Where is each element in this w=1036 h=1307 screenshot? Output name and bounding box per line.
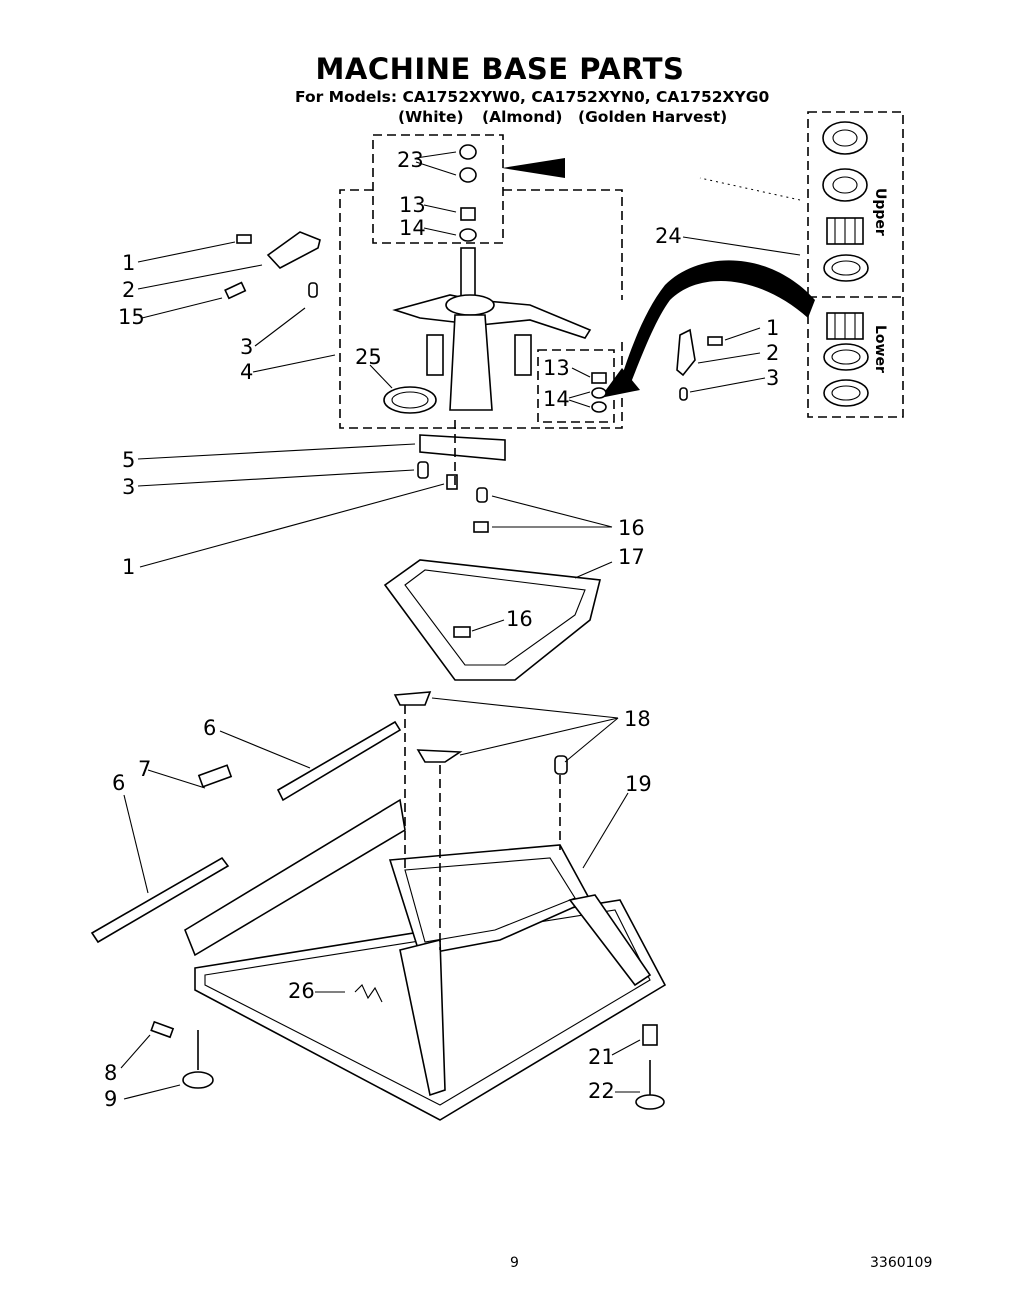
callout-21: 21 [588, 1045, 615, 1069]
callout-24: 24 [655, 224, 682, 248]
color-golden-harvest: (Golden Harvest) [578, 108, 728, 126]
inset-box-top [372, 134, 504, 244]
suspension-frame [383, 559, 601, 681]
callout-2-right: 2 [766, 341, 780, 365]
callout-14-right: 14 [543, 387, 570, 411]
leader-lines [120, 151, 801, 1100]
bearing-parts [822, 121, 869, 407]
callout-1-mid: 1 [122, 555, 136, 579]
curved-arrow [620, 260, 815, 385]
straight-arrow [502, 158, 565, 178]
callout-18: 18 [624, 707, 651, 731]
color-white: (White) [398, 108, 464, 126]
callout-25: 25 [355, 345, 382, 369]
callout-7: 7 [138, 757, 152, 781]
transmission-spider [383, 247, 592, 414]
bearing-lower-label: Lower [872, 325, 888, 373]
page-number: 9 [510, 1255, 519, 1271]
callout-5: 5 [122, 448, 136, 472]
base-frame [184, 798, 667, 1121]
callout-22: 22 [588, 1079, 615, 1103]
callout-16-top: 16 [618, 516, 645, 540]
callout-1-right: 1 [766, 316, 780, 340]
callout-2-left: 2 [122, 278, 136, 302]
document-number: 3360109 [870, 1255, 933, 1271]
callout-3-right: 3 [766, 366, 780, 390]
callout-15: 15 [118, 305, 145, 329]
models-line: For Models: CA1752XYW0, CA1752XYN0, CA17… [295, 88, 770, 106]
callout-17: 17 [618, 545, 645, 569]
callout-14-top: 14 [399, 216, 426, 240]
callout-3-mid: 3 [122, 475, 136, 499]
callout-8: 8 [104, 1061, 118, 1085]
color-almond: (Almond) [482, 108, 563, 126]
callout-26: 26 [288, 979, 315, 1003]
callout-9: 9 [104, 1087, 118, 1111]
callout-13-top: 13 [399, 193, 426, 217]
callout-4: 4 [240, 360, 254, 384]
inset-box-main [339, 189, 623, 429]
callout-6-top: 6 [203, 716, 217, 740]
callout-3-left: 3 [240, 335, 254, 359]
bearing-upper-label: Upper [872, 188, 888, 236]
callout-19: 19 [625, 772, 652, 796]
callout-1-left: 1 [122, 251, 136, 275]
callout-16-frame: 16 [506, 607, 533, 631]
diagram-title: MACHINE BASE PARTS [315, 52, 685, 86]
callout-13-right: 13 [543, 356, 570, 380]
callout-6-left: 6 [112, 771, 126, 795]
callout-23: 23 [397, 148, 424, 172]
bearing-box [807, 111, 904, 418]
